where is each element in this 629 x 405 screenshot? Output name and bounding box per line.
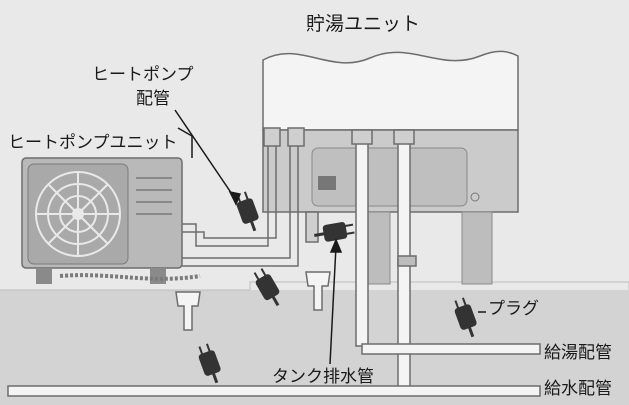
heat-pump-piping	[182, 127, 305, 267]
leader-lines	[174, 109, 486, 365]
heat-pump-pipe-label-line1: ヒートポンプ	[92, 65, 194, 85]
ground-edge	[0, 281, 629, 291]
pipe-caps	[175, 271, 331, 331]
hot-water-pipe-label: 給湯配管	[544, 343, 612, 363]
heat-pump-pipe-label-line2: 配管	[136, 89, 170, 109]
heat-pump-unit	[21, 157, 201, 284]
heat-pump-unit-label: ヒートポンプユニット	[8, 133, 178, 153]
plug-label: プラグ	[488, 299, 539, 319]
tank-drain-pipe-label: タンク排水管	[272, 367, 374, 387]
water-supply-pipe-label: 給水配管	[544, 379, 612, 399]
tank-pipes	[7, 129, 541, 397]
tank-unit-label: 貯湯ユニット	[306, 13, 421, 35]
